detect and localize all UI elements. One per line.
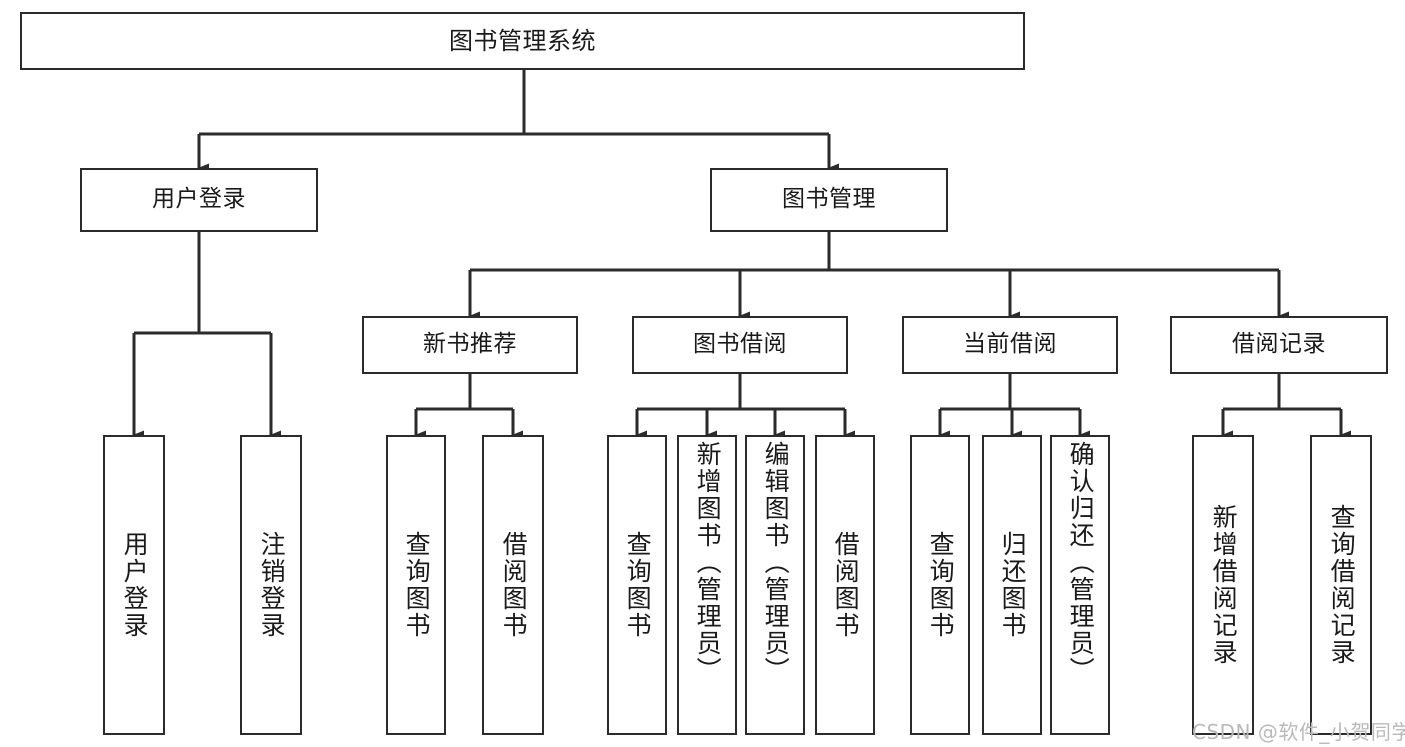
node-leaf-query-book-1[interactable]: 查询图书: [386, 435, 446, 735]
node-borrow-record[interactable]: 借阅记录: [1170, 316, 1388, 374]
leaf-query-book-3-label: 查询图书: [926, 531, 956, 639]
node-leaf-query-record[interactable]: 查询借阅记录: [1310, 435, 1372, 735]
node-book-management[interactable]: 图书管理: [710, 168, 948, 232]
node-leaf-return-book[interactable]: 归还图书: [982, 435, 1042, 735]
leaf-confirm-return-label: 确认归还（管理员）: [1066, 441, 1096, 684]
node-current-borrow[interactable]: 当前借阅: [902, 316, 1118, 374]
node-book-borrow-label: 图书借阅: [693, 331, 787, 358]
node-book-borrow[interactable]: 图书借阅: [632, 316, 848, 374]
leaf-add-record-label: 新增借阅记录: [1209, 504, 1239, 666]
node-user-login[interactable]: 用户登录: [80, 168, 318, 232]
node-leaf-query-book-3[interactable]: 查询图书: [910, 435, 970, 735]
leaf-edit-book-label: 编辑图书（管理员）: [761, 441, 791, 684]
watermark-text: CSDN @软件_小贺同学: [1192, 720, 1405, 744]
node-borrow-record-label: 借阅记录: [1232, 331, 1326, 358]
leaf-logout-label: 注销登录: [257, 531, 287, 639]
leaf-query-record-label: 查询借阅记录: [1327, 504, 1357, 666]
node-leaf-edit-book[interactable]: 编辑图书（管理员）: [745, 435, 805, 735]
node-leaf-logout[interactable]: 注销登录: [240, 435, 302, 735]
node-leaf-query-book-2[interactable]: 查询图书: [607, 435, 667, 735]
leaf-query-book-1-label: 查询图书: [402, 531, 432, 639]
leaf-query-book-2-label: 查询图书: [623, 531, 653, 639]
node-root-label: 图书管理系统: [449, 26, 596, 55]
node-leaf-add-record[interactable]: 新增借阅记录: [1192, 435, 1254, 735]
node-leaf-borrow-book-1[interactable]: 借阅图书: [482, 435, 544, 735]
leaf-return-book-label: 归还图书: [998, 531, 1028, 639]
node-root[interactable]: 图书管理系统: [20, 12, 1025, 70]
node-new-book-recommendation-label: 新书推荐: [423, 331, 517, 358]
leaf-borrow-book-2-label: 借阅图书: [831, 531, 861, 639]
node-new-book-recommendation[interactable]: 新书推荐: [362, 316, 578, 374]
leaf-add-book-label: 新增图书（管理员）: [693, 441, 723, 684]
node-leaf-confirm-return[interactable]: 确认归还（管理员）: [1050, 435, 1110, 735]
leaf-borrow-book-1-label: 借阅图书: [499, 531, 529, 639]
node-leaf-add-book[interactable]: 新增图书（管理员）: [677, 435, 737, 735]
node-leaf-borrow-book-2[interactable]: 借阅图书: [815, 435, 875, 735]
node-book-management-label: 图书管理: [782, 186, 876, 213]
node-current-borrow-label: 当前借阅: [963, 331, 1057, 358]
node-user-login-label: 用户登录: [152, 186, 246, 213]
leaf-user-login-label: 用户登录: [120, 531, 150, 639]
node-leaf-user-login[interactable]: 用户登录: [103, 435, 165, 735]
